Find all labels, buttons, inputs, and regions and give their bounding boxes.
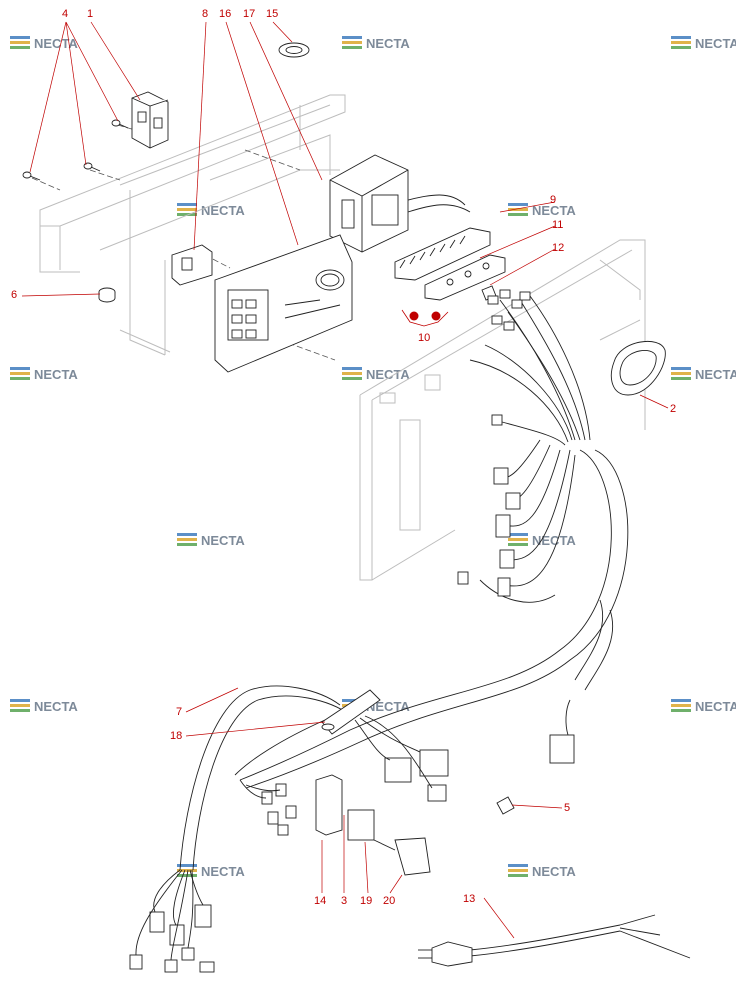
center-wires <box>354 715 433 851</box>
foot <box>98 287 116 303</box>
necta-watermark: NECTA <box>177 203 245 218</box>
callout-14: 14 <box>314 895 327 907</box>
necta-watermark: NECTA <box>10 36 78 51</box>
callout-12: 12 <box>552 242 565 254</box>
callout-4: 4 <box>62 8 69 20</box>
callout-5: 5 <box>564 802 571 814</box>
necta-logo-icon <box>671 36 691 51</box>
necta-logo-icon <box>177 203 197 218</box>
wire-harness <box>469 295 591 603</box>
callout-18: 18 <box>170 730 183 742</box>
callout-19: 19 <box>360 895 373 907</box>
small-board <box>171 244 213 286</box>
necta-watermark: NECTA <box>10 699 78 714</box>
callout-1: 1 <box>87 8 94 20</box>
necta-watermark: NECTA <box>671 367 736 382</box>
necta-logo-icon <box>671 699 691 714</box>
power-plug <box>418 941 473 967</box>
necta-logo-icon <box>508 864 528 879</box>
callout-8: 8 <box>202 8 209 20</box>
callout-11: 11 <box>552 219 564 231</box>
sleeve <box>321 689 381 735</box>
necta-logo-icon <box>10 367 30 382</box>
necta-watermark: NECTA <box>342 367 410 382</box>
lower-wires <box>135 779 281 961</box>
callout-10: 10 <box>418 332 431 344</box>
callout-7: 7 <box>176 706 183 718</box>
necta-logo-icon <box>10 36 30 51</box>
callout-17: 17 <box>243 8 256 20</box>
connectors-lower-left <box>129 783 297 973</box>
main-cable <box>179 449 629 871</box>
callout-6: 6 <box>11 289 18 301</box>
callout-2: 2 <box>670 403 677 415</box>
necta-logo-icon <box>508 203 528 218</box>
screws <box>22 119 129 181</box>
power-cord <box>469 914 691 959</box>
necta-logo-icon <box>671 367 691 382</box>
callout-leaders <box>21 21 669 939</box>
grommet <box>278 42 310 58</box>
necta-logo-icon <box>508 533 528 548</box>
connectors <box>457 289 531 597</box>
necta-watermark: NECTA <box>508 203 576 218</box>
necta-watermark: NECTA <box>671 699 736 714</box>
necta-watermark: NECTA <box>671 36 736 51</box>
machine-frame <box>39 94 646 581</box>
necta-watermark: NECTA <box>508 533 576 548</box>
callout-13: 13 <box>463 893 476 905</box>
terminal-strip <box>394 227 506 301</box>
gasket <box>610 341 666 396</box>
necta-watermark: NECTA <box>342 36 410 51</box>
transformer <box>329 154 471 253</box>
necta-logo-icon <box>10 699 30 714</box>
callout-20: 20 <box>383 895 396 907</box>
necta-watermark: NECTA <box>508 864 576 879</box>
part-10-markers <box>401 309 449 327</box>
necta-watermark: NECTA <box>177 533 245 548</box>
necta-logo-icon <box>177 533 197 548</box>
necta-logo-icon <box>342 367 362 382</box>
relay-block <box>131 91 169 149</box>
callout-15: 15 <box>266 8 279 20</box>
control-board <box>214 234 353 373</box>
necta-logo-icon <box>342 36 362 51</box>
callout-16: 16 <box>219 8 232 20</box>
callout-9: 9 <box>550 194 557 206</box>
connectors-center <box>315 734 575 876</box>
callout-3: 3 <box>341 895 348 907</box>
necta-watermark: NECTA <box>10 367 78 382</box>
